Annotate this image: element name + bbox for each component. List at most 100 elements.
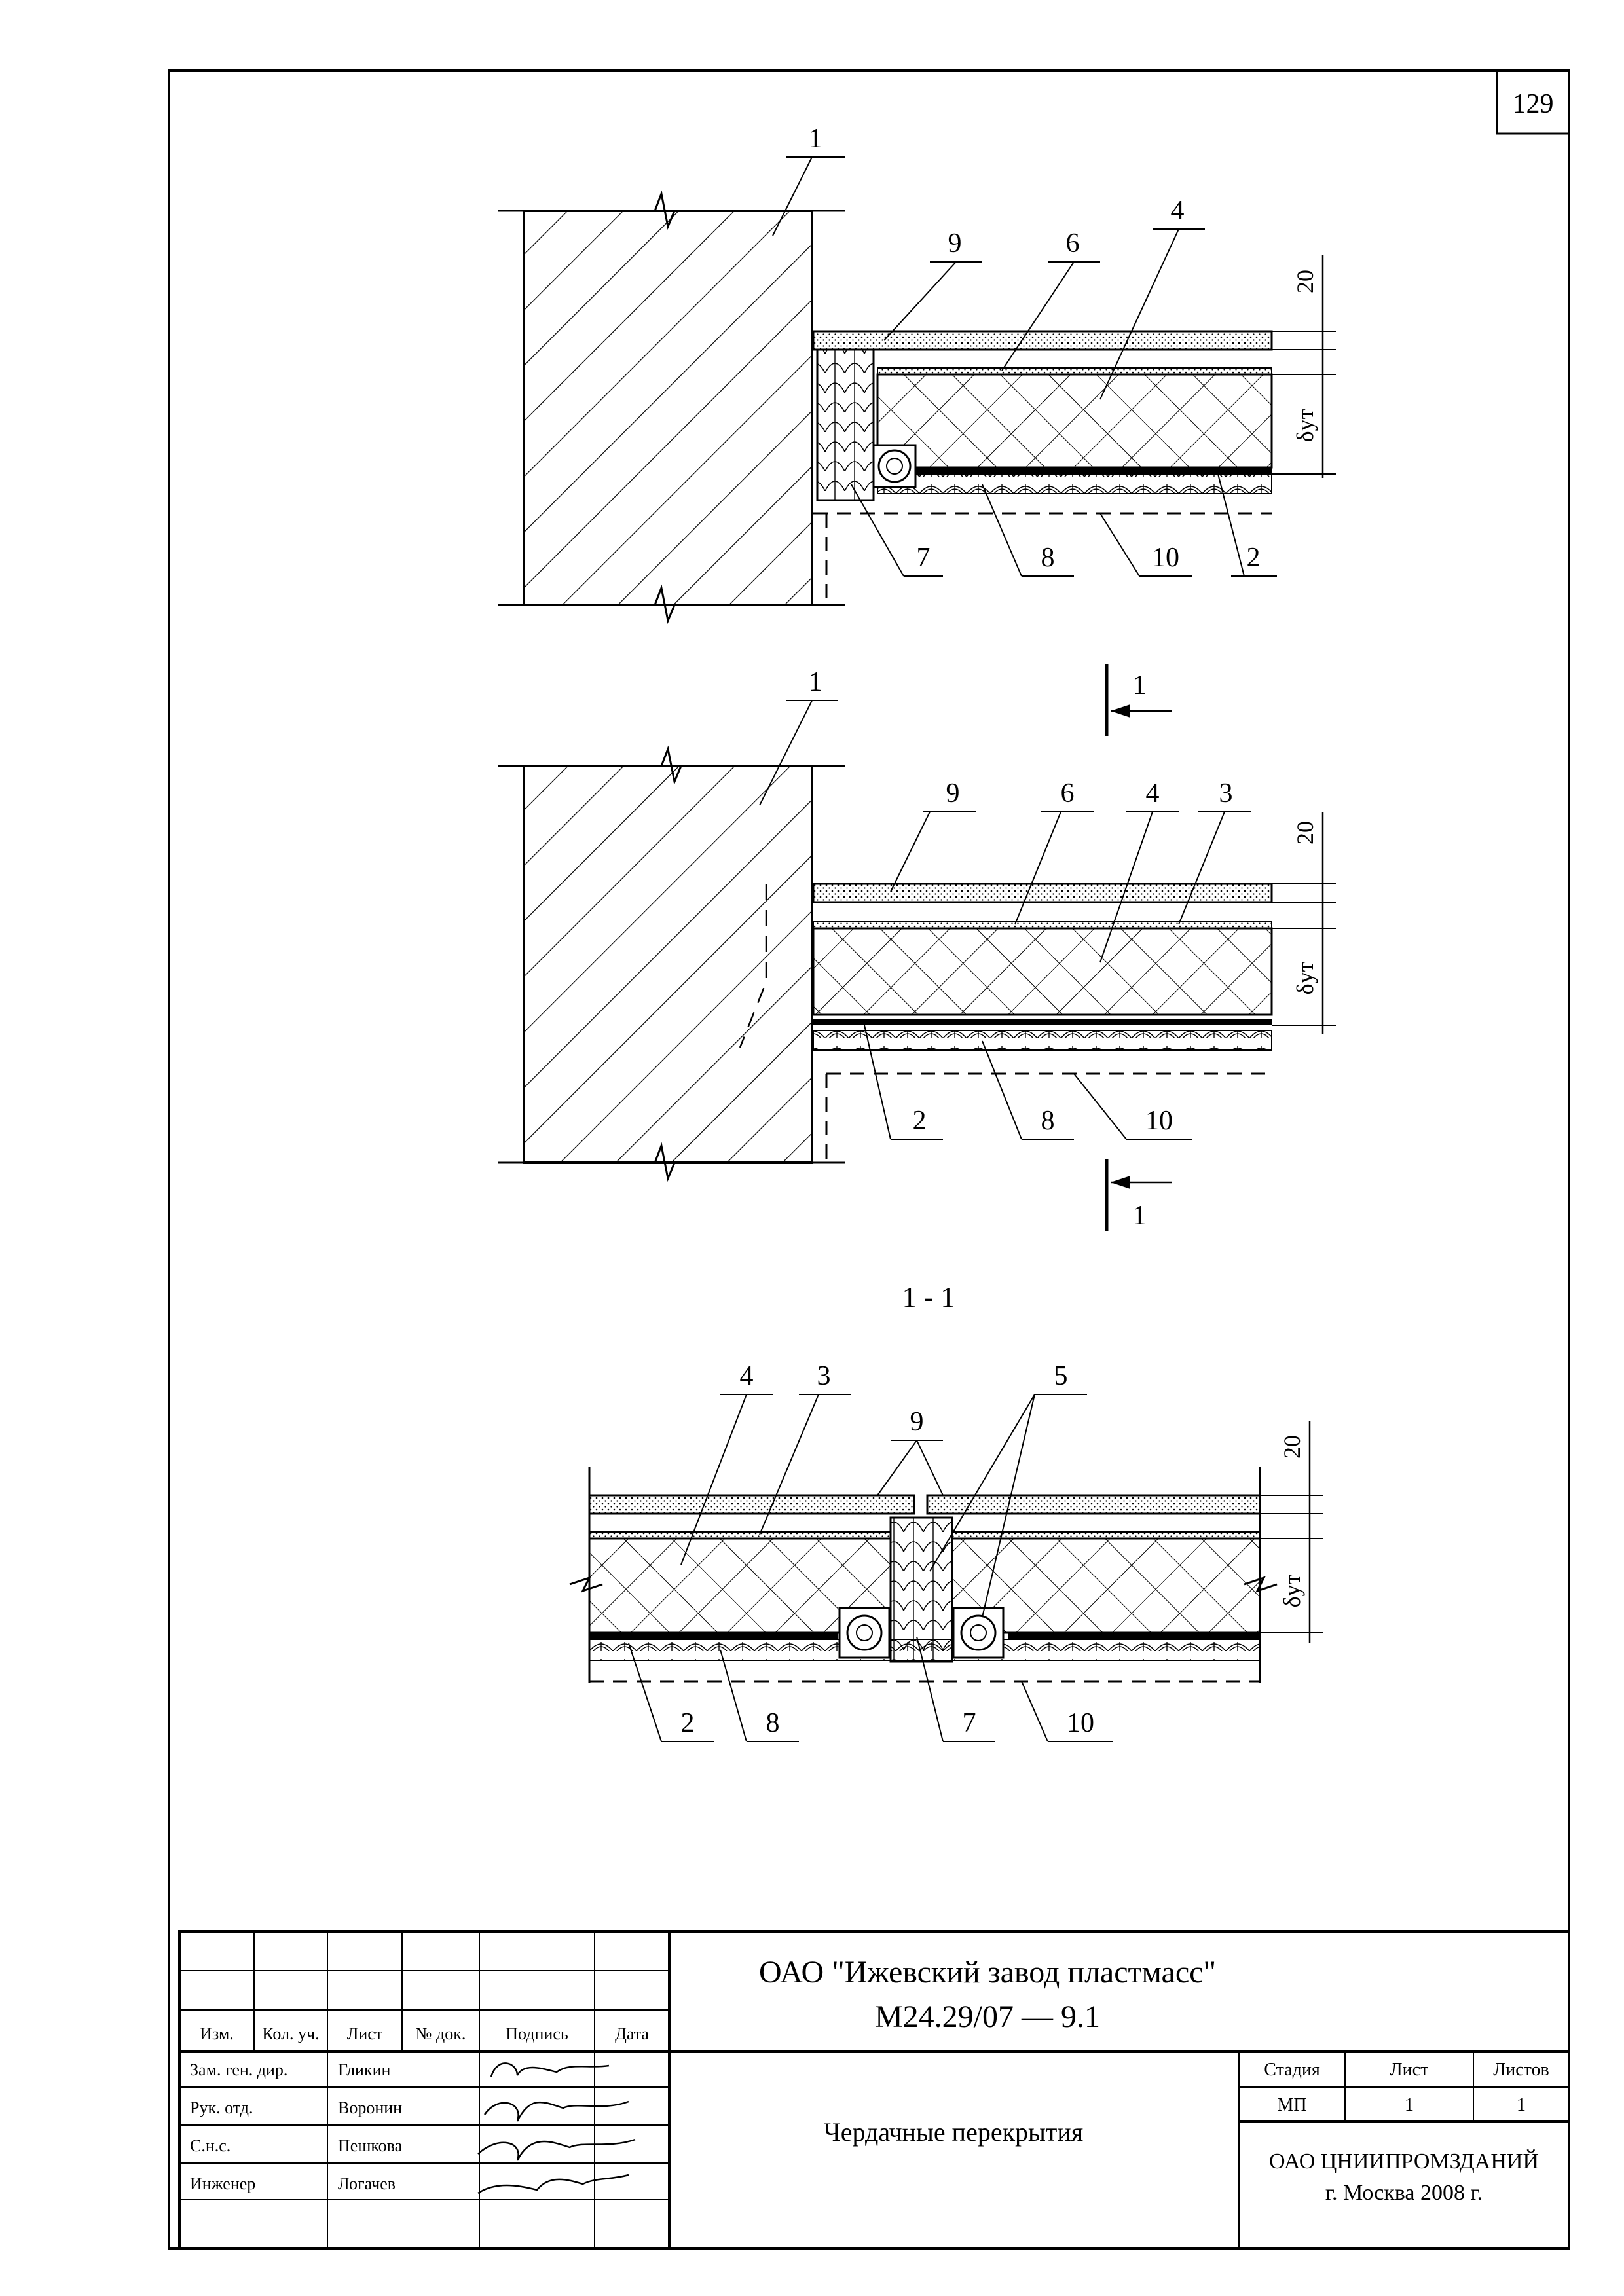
top-board-layer-9-mid xyxy=(812,883,1273,903)
callout-sec-8: 8 xyxy=(766,1708,780,1738)
edge-beam-7 xyxy=(816,348,875,501)
leader-4 xyxy=(1099,228,1179,400)
leader-mid-10 xyxy=(1073,1073,1127,1140)
insulation-layer-4-mid xyxy=(812,927,1273,1016)
callout-sec-7: 7 xyxy=(963,1708,976,1738)
insulation-layer-4 xyxy=(876,373,1273,469)
detail-top: 20 δут 1 9 6 4 7 8 10 xyxy=(498,124,1336,625)
callout-2: 2 xyxy=(1247,543,1261,573)
leader-6 xyxy=(1001,261,1075,371)
tb-stage-h-sheet: Лист xyxy=(1390,2060,1429,2080)
tb-header-doc: № док. xyxy=(416,2024,466,2043)
leader-1 xyxy=(772,156,813,236)
section-1-1: 1 - 1 20 δут 4 xyxy=(569,1281,1323,1742)
membrane-right xyxy=(1008,1633,1260,1639)
callout-mid-1: 1 xyxy=(809,667,822,697)
bar-circle-inner xyxy=(886,458,903,475)
tb-sheet-title: Чердачные перекрытия xyxy=(824,2117,1083,2147)
tb-org: ОАО ЦНИИПРОМЗДАНИЙ xyxy=(1269,2149,1539,2174)
leader-sec-8 xyxy=(720,1649,747,1742)
wall-mid xyxy=(523,765,813,1164)
tb-role-4: Инженер xyxy=(190,2174,255,2193)
callout-6: 6 xyxy=(1066,228,1080,259)
leader-sec-4 xyxy=(680,1394,747,1565)
bar-box xyxy=(872,444,917,488)
bar-right-inner xyxy=(970,1624,987,1641)
callouts-section: 4 3 9 5 2 8 7 10 xyxy=(628,1361,1113,1742)
tb-role-3: С.н.с. xyxy=(190,2136,231,2155)
wood-lining-section-8 xyxy=(589,1639,1261,1661)
tb-name-2: Воронин xyxy=(338,2098,402,2117)
leader-mid-8 xyxy=(982,1040,1022,1140)
leader-mid-2 xyxy=(864,1025,891,1140)
leader-7 xyxy=(851,484,904,577)
leader-mid-9 xyxy=(890,811,931,892)
page-number: 129 xyxy=(1513,89,1554,119)
top-board-right-9 xyxy=(926,1494,1261,1515)
tb-code: М24.29/07 — 9.1 xyxy=(875,1999,1100,2034)
tb-name-3: Пешкова xyxy=(338,2136,403,2155)
embed-dash xyxy=(739,884,767,1048)
center-beam-7 xyxy=(889,1516,953,1663)
tb-stage-v-sheets: 1 xyxy=(1517,2095,1526,2115)
callout-sec-3: 3 xyxy=(817,1361,831,1391)
signature-4 xyxy=(477,2174,629,2195)
detail-middle: 20 δут 1 1 1 9 6 4 3 xyxy=(498,664,1336,1231)
callout-4: 4 xyxy=(1171,196,1185,226)
tb-stage: Стадия Лист Листов МП 1 1 xyxy=(1264,2060,1549,2115)
tb-role-1: Зам. ген. дир. xyxy=(190,2060,287,2079)
tb-name-4: Логачев xyxy=(338,2174,396,2193)
tb-role-2: Рук. отд. xyxy=(190,2098,253,2117)
callout-mid-6: 6 xyxy=(1061,778,1075,809)
break-mark-mid-bottom xyxy=(654,1142,676,1182)
top-board-layer-9 xyxy=(812,330,1273,351)
break-mark-bottom xyxy=(654,584,676,625)
wall-top xyxy=(523,210,813,606)
wood-lining-layer-8 xyxy=(877,473,1272,494)
top-board-left-9 xyxy=(588,1494,915,1515)
callout-mid-3: 3 xyxy=(1219,778,1233,809)
callouts-top: 1 9 6 4 7 8 10 2 xyxy=(772,124,1277,577)
leader-8 xyxy=(982,484,1022,577)
callout-mid-9: 9 xyxy=(946,778,960,809)
callout-mid-8: 8 xyxy=(1041,1106,1055,1136)
leader-10 xyxy=(1099,513,1140,577)
membrane-layer-mid xyxy=(813,1019,1272,1025)
section-mark-bottom-label: 1 xyxy=(1133,1201,1147,1231)
callout-sec-2: 2 xyxy=(681,1708,695,1738)
tb-header-izm: Изм. xyxy=(200,2024,234,2043)
section-arrowhead-bottom xyxy=(1111,1176,1130,1189)
dim-20-top: 20 xyxy=(1292,270,1318,293)
tb-stage-h-stage: Стадия xyxy=(1264,2060,1320,2080)
leader-mid-4 xyxy=(1099,811,1153,963)
tb-header-date: Дата xyxy=(615,2024,649,2043)
section-title: 1 - 1 xyxy=(902,1281,955,1313)
break-mark-mid-top xyxy=(660,745,682,786)
tb-org-city: г. Москва 2008 г. xyxy=(1325,2181,1483,2205)
bar-circle xyxy=(877,449,912,483)
bar-left-5 xyxy=(846,1614,883,1651)
page-number-box xyxy=(1496,69,1570,135)
tb-header-list: Лист xyxy=(347,2024,382,2043)
leader-sec-5a xyxy=(929,1394,1035,1572)
leader-2 xyxy=(1217,473,1245,577)
title-block: ОАО "Ижевский завод пластмасс" М24.29/07… xyxy=(178,1930,1570,2250)
leader-sec-5b xyxy=(982,1394,1035,1618)
leader-9 xyxy=(883,261,957,341)
callout-sec-5: 5 xyxy=(1054,1361,1068,1391)
bar-left-inner xyxy=(856,1624,873,1641)
callout-sec-9: 9 xyxy=(910,1407,924,1437)
title-block-frame xyxy=(178,1930,1570,2250)
callout-mid-4: 4 xyxy=(1146,778,1160,809)
tb-headers: Изм. Кол. уч. Лист № док. Подпись Дата xyxy=(200,2024,649,2043)
leader-mid-1 xyxy=(759,700,813,806)
callout-sec-10: 10 xyxy=(1067,1708,1094,1738)
dim-insul-mid: δут xyxy=(1292,961,1318,994)
tb-roles: Зам. ген. дир. Рук. отд. С.н.с. Инженер … xyxy=(190,2060,403,2193)
signature-3 xyxy=(477,2138,636,2161)
callout-7: 7 xyxy=(917,543,931,573)
leader-mid-3 xyxy=(1178,811,1225,925)
signature-2 xyxy=(483,2100,629,2122)
break-right xyxy=(1244,1576,1278,1593)
